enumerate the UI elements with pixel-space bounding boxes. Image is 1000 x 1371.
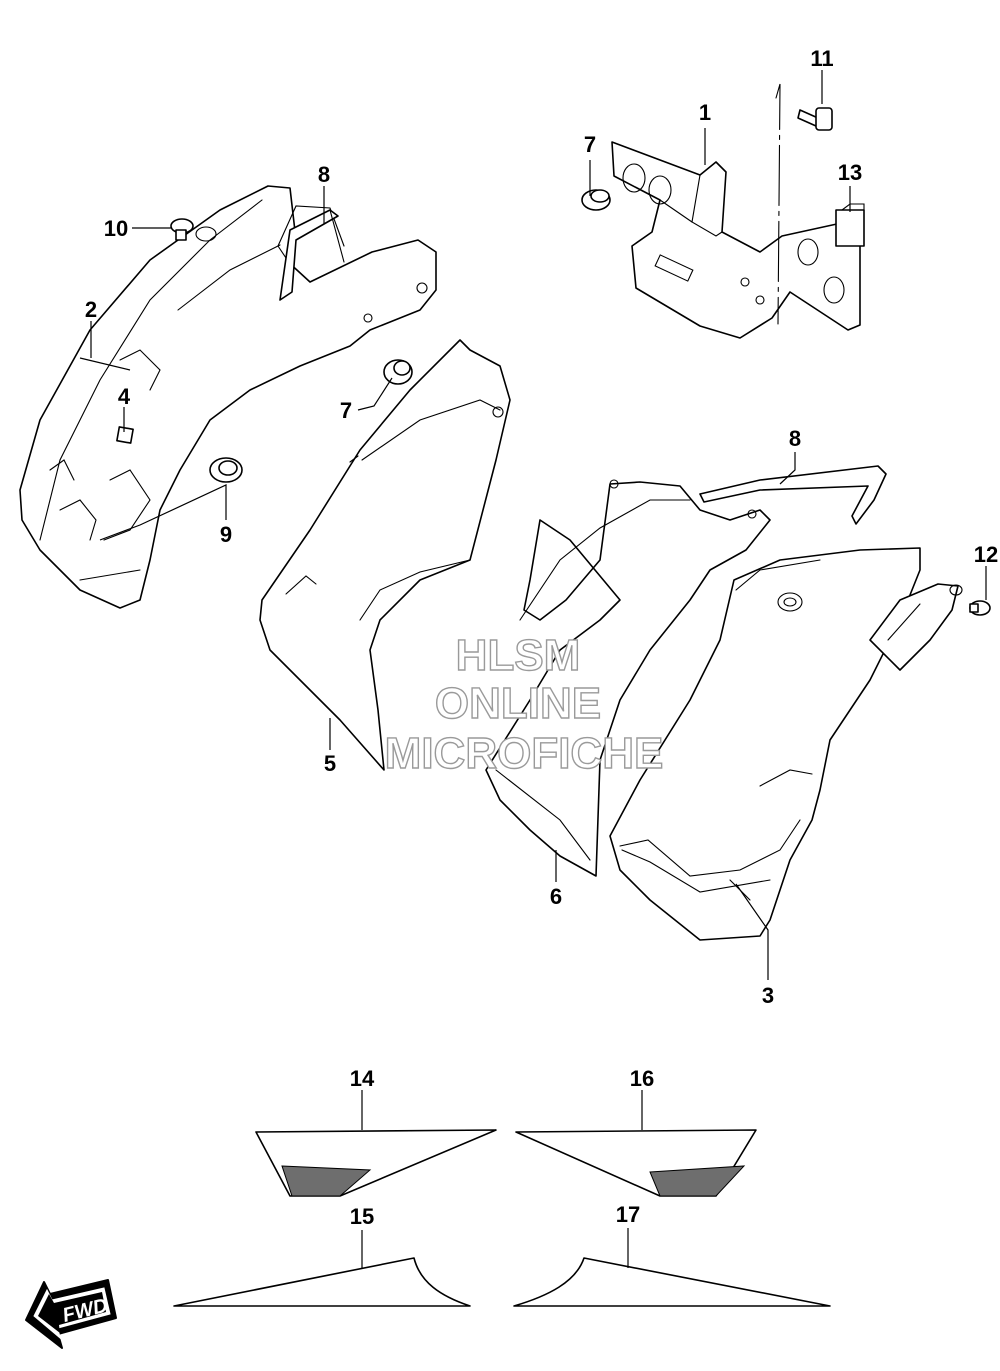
callout-11: 11 xyxy=(810,46,833,71)
callout-12: 12 xyxy=(974,542,998,567)
callout-2: 2 xyxy=(85,297,97,322)
part-17-decal[interactable] xyxy=(513,1257,831,1307)
part-7-grommet-mid[interactable] xyxy=(383,359,413,385)
callout-16: 16 xyxy=(630,1066,654,1091)
callout-4: 4 xyxy=(118,384,131,409)
callout-7-upper: 7 xyxy=(584,132,596,157)
part-10-screw[interactable] xyxy=(170,218,194,241)
part-16-decal[interactable] xyxy=(515,1129,757,1197)
callout-8-upper: 8 xyxy=(318,162,330,187)
leader-lines xyxy=(79,70,987,1268)
part-1-bracket[interactable] xyxy=(611,141,861,339)
part-3-outer-cover[interactable] xyxy=(609,547,921,941)
callout-6: 6 xyxy=(550,884,562,909)
callout-14: 14 xyxy=(350,1066,375,1091)
part-7-grommet-upper[interactable] xyxy=(581,189,611,211)
fwd-arrow-icon: FWD xyxy=(25,1279,117,1349)
part-15-decal[interactable] xyxy=(173,1257,471,1307)
part-12-screw[interactable] xyxy=(969,600,991,616)
watermark-line-2: ONLINE xyxy=(435,679,601,728)
callout-labels: 1 2 3 4 5 6 7 7 8 8 9 10 11 12 13 14 15 … xyxy=(85,46,998,1229)
callout-15: 15 xyxy=(350,1204,374,1229)
watermark: HLSM ONLINE MICROFICHE xyxy=(384,630,664,778)
callout-13: 13 xyxy=(838,160,862,185)
part-9-grommet[interactable] xyxy=(209,457,243,483)
callout-3: 3 xyxy=(762,983,774,1008)
callout-7-mid: 7 xyxy=(340,398,352,423)
part-8-wire-upper[interactable] xyxy=(279,209,345,301)
watermark-line-1: HLSM xyxy=(456,631,581,680)
part-3-tail-piece[interactable] xyxy=(869,583,963,671)
part-13-clip[interactable] xyxy=(835,203,865,247)
watermark-line-3: MICROFICHE xyxy=(385,729,664,778)
part-2-inner-cover[interactable] xyxy=(19,185,437,609)
part-6-inner-panel[interactable] xyxy=(485,479,771,877)
part-4-nut[interactable] xyxy=(116,426,134,444)
part-5-side-cover[interactable] xyxy=(259,339,511,771)
callout-17: 17 xyxy=(616,1202,640,1227)
callout-9: 9 xyxy=(220,522,232,547)
callout-5: 5 xyxy=(324,751,336,776)
callout-1: 1 xyxy=(699,100,711,125)
callout-8-lower: 8 xyxy=(789,426,801,451)
callout-10: 10 xyxy=(104,216,128,241)
part-14-decal[interactable] xyxy=(255,1129,497,1197)
part-8-wire-lower[interactable] xyxy=(699,465,887,525)
part-11-bolt[interactable] xyxy=(797,107,833,131)
